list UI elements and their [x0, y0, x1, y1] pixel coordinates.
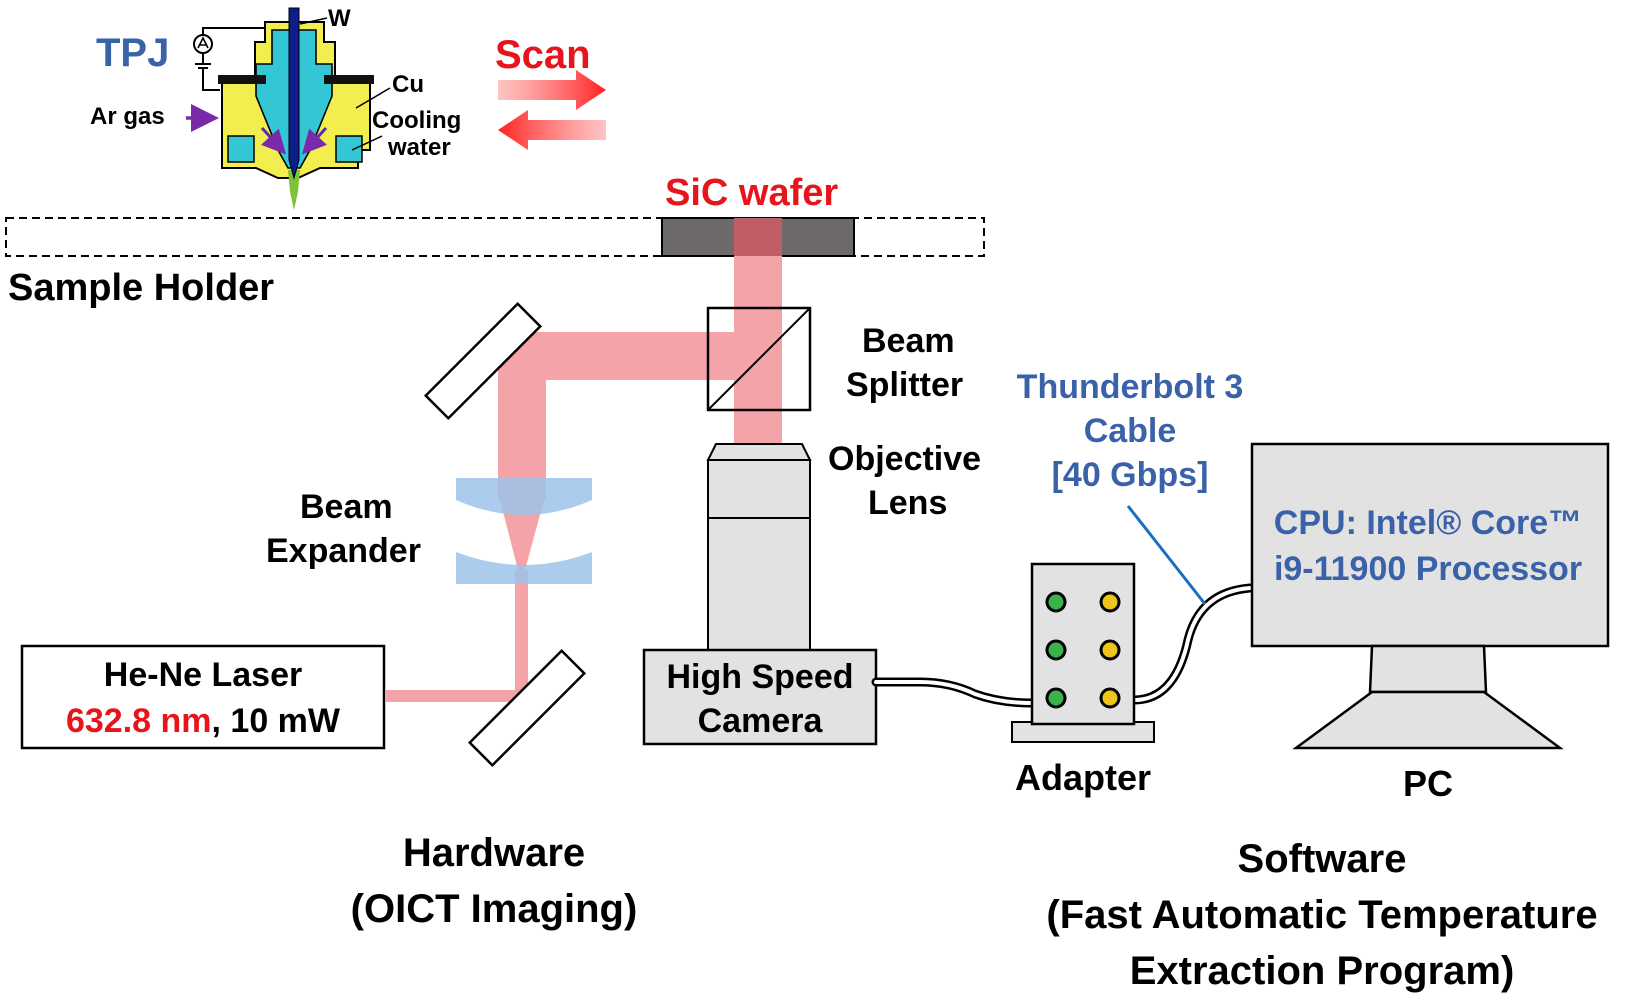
tungsten-label: W: [328, 5, 351, 32]
high-speed-camera: [642, 648, 878, 746]
cable-pointer: [1126, 505, 1207, 605]
camera-label-2: Camera: [698, 702, 824, 740]
port-green-1: [1045, 591, 1067, 613]
cable-label-2: Cable: [1084, 412, 1177, 450]
expander-lens-concave: [456, 552, 592, 584]
pc-monitor-stand: [1292, 690, 1564, 750]
port-yellow-3: [1099, 687, 1121, 709]
torch-cap-left: [218, 75, 266, 84]
expander-lens-convex: [456, 478, 592, 515]
cooling-chamber-left: [227, 135, 255, 163]
objective-label-1: Objective: [828, 440, 981, 478]
objective-label-2: Lens: [868, 484, 947, 522]
laser-power: , 10 mW: [212, 702, 341, 740]
cable-label-1: Thunderbolt 3: [1017, 368, 1244, 406]
beam-expander-label-2: Expander: [266, 532, 421, 570]
cpu-label-2: i9-11900 Processor: [1274, 550, 1582, 588]
tpj-torch: TPJ W Cu Cooling wate: [90, 5, 461, 210]
beam-expander: [456, 478, 592, 584]
tungsten-electrode: [288, 7, 300, 180]
port-yellow-1: [1099, 591, 1121, 613]
adapter-ports: [1045, 591, 1121, 709]
cooling-label-2: water: [387, 134, 451, 161]
software-caption-1: Software: [1238, 837, 1407, 881]
software-caption-3: Extraction Program): [1130, 949, 1515, 993]
pc-label: PC: [1403, 763, 1453, 804]
copper-label: Cu: [392, 71, 424, 98]
camera-tube: [707, 517, 811, 651]
cooling-label-1: Cooling: [372, 107, 461, 134]
beam-expander-label-1: Beam: [300, 488, 393, 526]
objective-lens-body: [707, 459, 811, 519]
adapter-label: Adapter: [1015, 757, 1151, 798]
scan-indicator: Scan: [495, 33, 606, 150]
laser-spec: 632.8 nm, 10 mW: [66, 702, 341, 740]
port-green-3: [1045, 687, 1067, 709]
tpj-title: TPJ: [96, 31, 169, 75]
power-supply-icon: [193, 27, 290, 91]
beam-splitter-label-2: Splitter: [846, 366, 963, 404]
upper-mirror: [423, 301, 543, 421]
laser-label: He-Ne Laser: [104, 656, 302, 694]
ar-gas-label: Ar gas: [90, 103, 165, 130]
scan-arrow-right-icon: [498, 70, 606, 110]
port-yellow-2: [1099, 639, 1121, 661]
plasma-jet: [288, 170, 300, 210]
software-caption-2: (Fast Automatic Temperature: [1046, 893, 1597, 937]
adapter-to-pc-cable: [1129, 583, 1255, 705]
cooling-chamber-right: [335, 135, 363, 163]
camera-label-1: High Speed: [666, 658, 853, 696]
beam-splitter: [706, 306, 812, 412]
laser-wavelength: 632.8 nm: [66, 702, 212, 740]
pc-monitor-neck: [1368, 644, 1488, 694]
hardware-caption-1: Hardware: [403, 831, 585, 875]
sample-holder-label: Sample Holder: [8, 267, 274, 309]
beam-splitter-diagonal: [707, 307, 811, 411]
cpu-label-1: CPU: Intel® Core™: [1274, 504, 1582, 542]
scan-label: Scan: [495, 33, 591, 77]
port-green-2: [1045, 639, 1067, 661]
sample-holder: [5, 217, 985, 257]
objective-lens-tip: [706, 443, 812, 461]
cable-label-3: [40 Gbps]: [1052, 456, 1209, 494]
hardware-caption-2: (OICT Imaging): [351, 887, 638, 931]
pc-monitor: [1250, 442, 1610, 648]
he-ne-laser: [20, 644, 386, 750]
wafer-label: SiC wafer: [665, 172, 838, 214]
torch-cap-right: [324, 75, 374, 84]
laser-beam-path: [386, 218, 782, 702]
lower-mirror: [467, 648, 587, 768]
beam-splitter-label-1: Beam: [862, 322, 955, 360]
scan-arrow-left-icon: [498, 110, 606, 150]
